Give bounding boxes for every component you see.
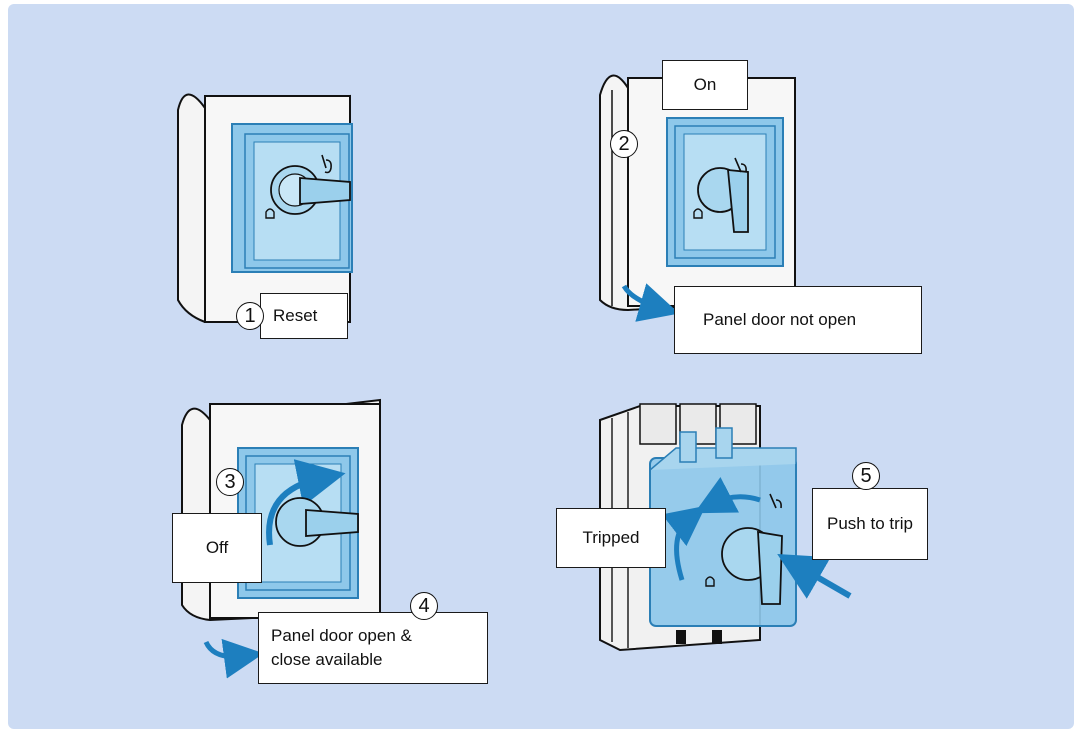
rotary-handle-icon [300,178,350,204]
label-push-to-trip-text: Push to trip [827,514,913,534]
label-reset-text: Reset [273,306,317,326]
label-off: Off [172,513,262,583]
rotary-handle-icon [758,532,782,604]
label-panel-door-not-open-text: Panel door not open [703,310,856,330]
label-on-text: On [694,75,717,95]
rotary-handle-icon [306,510,358,536]
step-number-5: 5 [852,462,880,490]
curved-arrow-icon [206,642,244,657]
step-number-3: 3 [216,468,244,496]
panel-reset-illustration [178,94,352,322]
label-reset: Reset [260,293,348,339]
step-number-4: 4 [410,592,438,620]
label-panel-door-not-open: Panel door not open [674,286,922,354]
step-number-1: 1 [236,302,264,330]
label-panel-door-open-line1: Panel door open & [271,624,412,648]
label-tripped-text: Tripped [582,528,639,548]
label-push-to-trip: Push to trip [812,488,928,560]
step-number-2: 2 [610,130,638,158]
label-off-text: Off [206,538,228,558]
push-arrow-icon [798,566,850,596]
panel-on-illustration [600,76,795,310]
label-tripped: Tripped [556,508,666,568]
label-panel-door-open-line2: close available [271,648,383,672]
label-panel-door-open: Panel door open & close available [258,612,488,684]
label-on: On [662,60,748,110]
